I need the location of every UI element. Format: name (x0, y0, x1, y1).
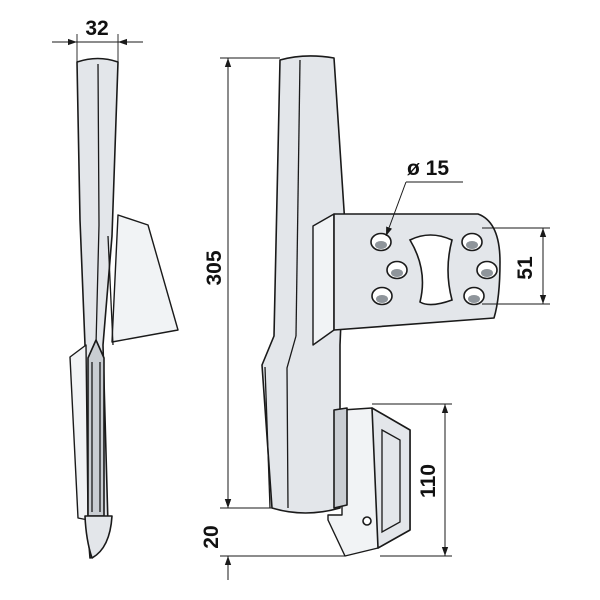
dimension-label-total-height: 305 (203, 250, 226, 285)
dimension-hole-spacing: 51 (482, 227, 550, 305)
dimension-bracket-height: 110 (372, 403, 452, 557)
dimension-total-height: 305 (203, 57, 280, 509)
side-view-insert (87, 339, 105, 517)
dimension-width-top: 32 (52, 17, 143, 62)
mounting-plate (333, 213, 501, 331)
dimension-label-hole-spacing: 51 (514, 256, 537, 280)
mounting-holes (370, 232, 498, 306)
side-view-lower-blade (69, 344, 89, 521)
front-view-shank (261, 55, 346, 514)
bracket-pin-hole (362, 516, 372, 526)
side-view-tip (84, 515, 113, 559)
dimension-hole-diameter: ø 15 (385, 157, 463, 237)
side-view-wing (111, 214, 179, 343)
mounting-slot (408, 234, 453, 306)
dimension-label-bottom-offset: 20 (200, 525, 223, 548)
dimension-label-hole-diameter: ø 15 (407, 157, 449, 180)
front-view-side-plate (333, 407, 348, 509)
dimension-label-bracket-height: 110 (417, 464, 440, 498)
dimension-label-width-top: 32 (85, 17, 108, 40)
dimension-bottom-offset: 20 (200, 490, 345, 580)
mounting-plate-flange (312, 213, 335, 346)
front-view (261, 55, 501, 557)
side-view (69, 57, 179, 559)
